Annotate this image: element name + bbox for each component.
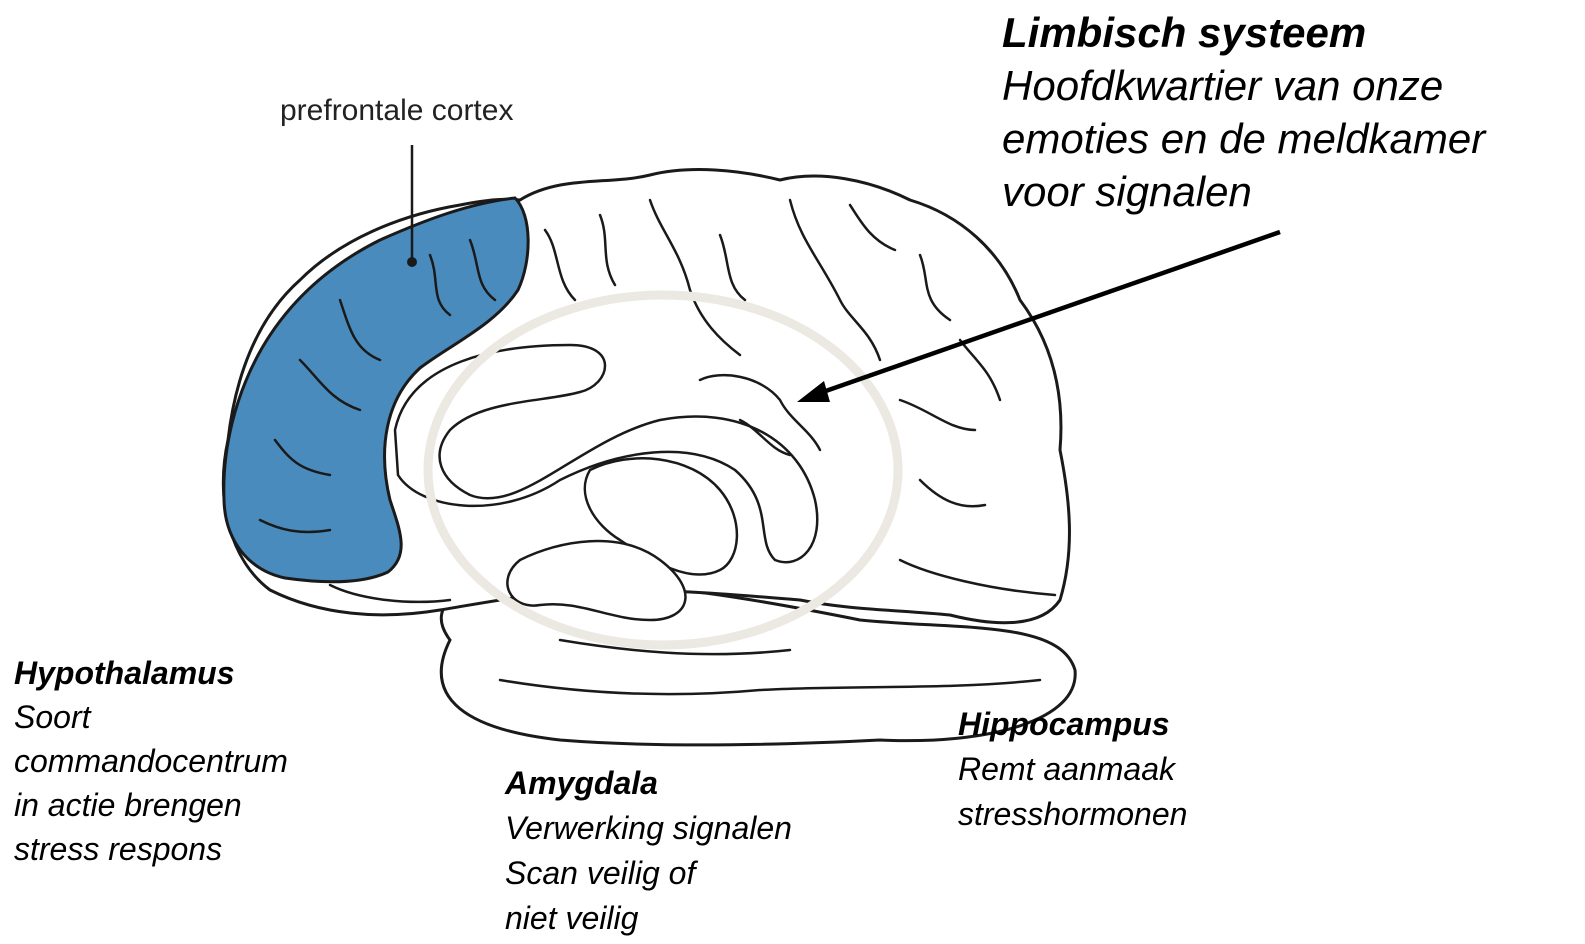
amygdala-title: Amygdala: [505, 761, 792, 806]
hypothalamus-description-line: stress respons: [14, 827, 288, 871]
hippocampus-description-line: Remt aanmaak: [958, 747, 1187, 792]
limbic-system-title: Limbisch systeem: [1002, 6, 1485, 59]
hypothalamus-label: Hypothalamus Soort commandocentrum in ac…: [14, 651, 288, 871]
amygdala-label: Amygdala Verwerking signalen Scan veilig…: [505, 761, 792, 941]
limbic-description-line: voor signalen: [1002, 165, 1485, 218]
hypothalamus-description-line: commandocentrum: [14, 739, 288, 783]
hippocampus-title: Hippocampus: [958, 702, 1187, 747]
hypothalamus-description-line: Soort: [14, 695, 288, 739]
amygdala-description-line: Verwerking signalen: [505, 806, 792, 851]
hypothalamus-title: Hypothalamus: [14, 651, 288, 695]
amygdala-description-line: Scan veilig of: [505, 851, 792, 896]
hypothalamus-description-line: in actie brengen: [14, 783, 288, 827]
prefrontal-cortex-label: prefrontale cortex: [280, 94, 513, 128]
limbic-system-label: Limbisch systeem Hoofdkwartier van onze …: [1002, 6, 1485, 218]
hippocampus-label: Hippocampus Remt aanmaak stresshormonen: [958, 702, 1187, 837]
limbic-description-line: emoties en de meldkamer: [1002, 112, 1485, 165]
amygdala-description-line: niet veilig: [505, 896, 792, 941]
prefrontal-leader-dot: [407, 257, 417, 267]
hippocampus-description-line: stresshormonen: [958, 792, 1187, 837]
limbic-description-line: Hoofdkwartier van onze: [1002, 59, 1485, 112]
